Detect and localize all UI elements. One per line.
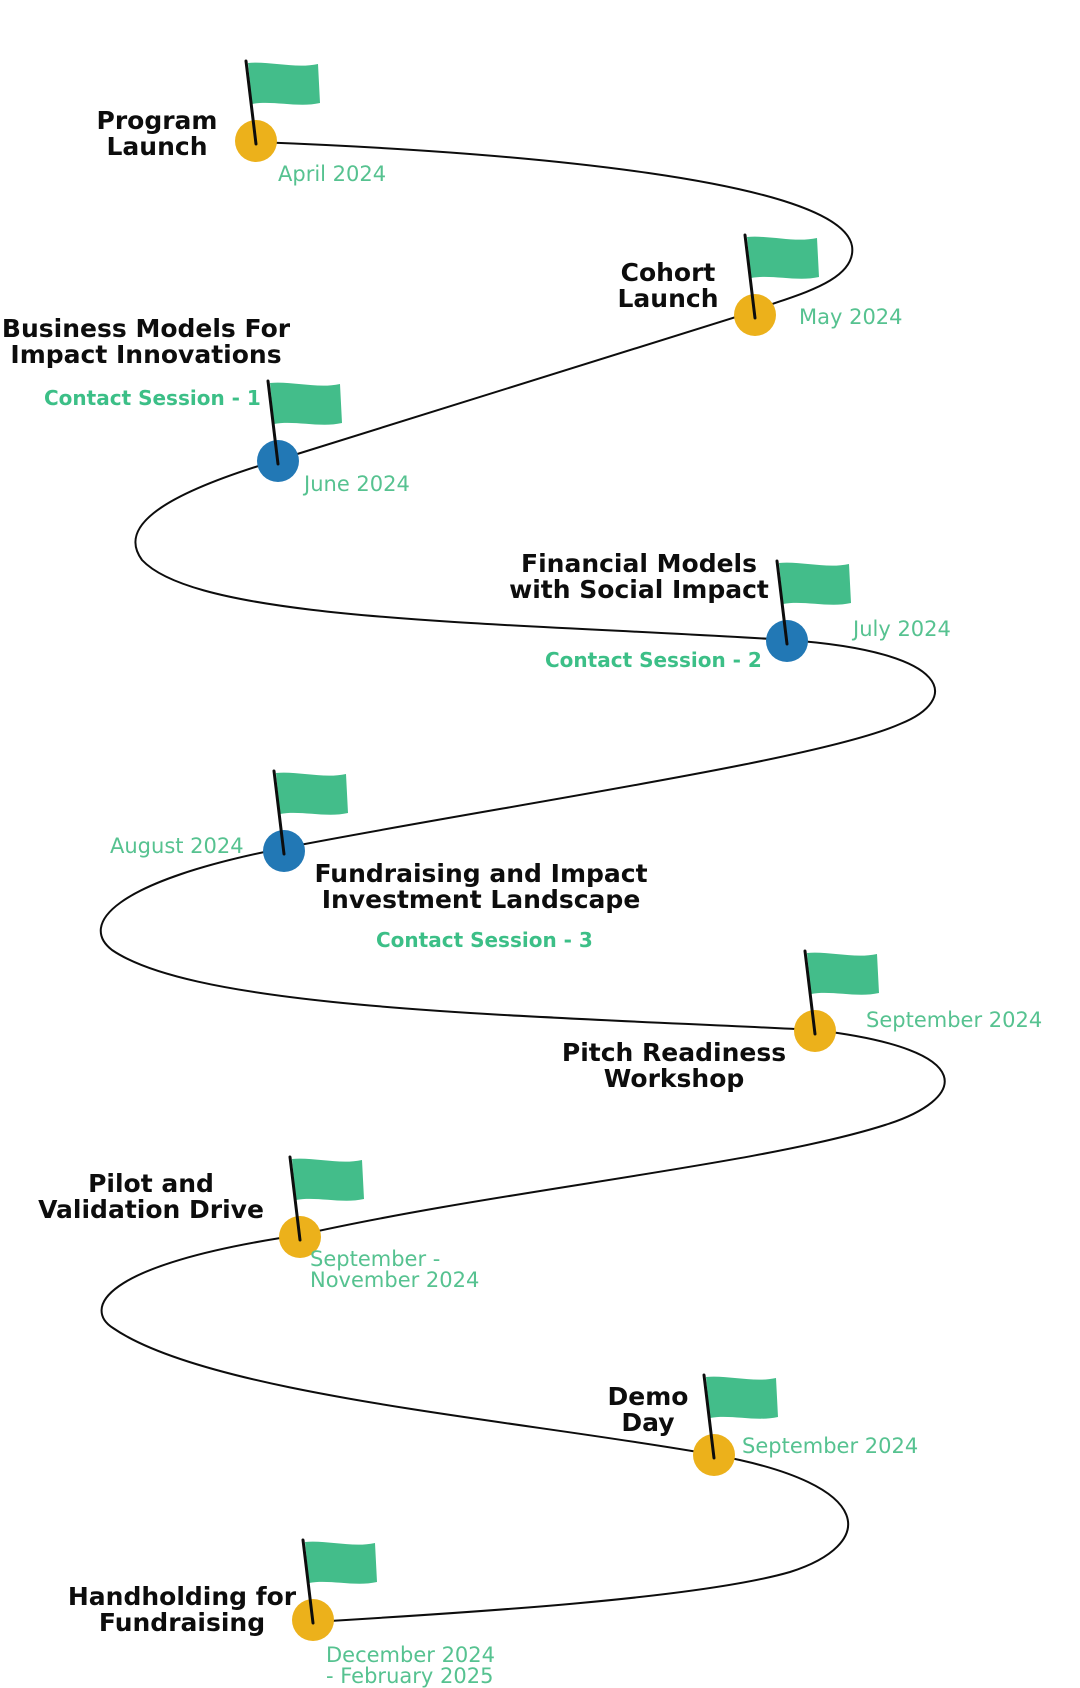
milestone-date-fundraising: August 2024 xyxy=(110,834,244,858)
flag-pole xyxy=(244,59,258,146)
milestone-fundraising xyxy=(263,769,348,872)
flag-pole xyxy=(803,949,817,1036)
milestone-title-fundraising: Fundraising and Impact Investment Landsc… xyxy=(314,859,648,914)
milestone-handholding xyxy=(292,1538,377,1641)
session-label-2: Contact Session - 2 xyxy=(545,648,762,672)
flag-pole xyxy=(288,1155,302,1242)
milestone-title-cohort-launch: Cohort Launch xyxy=(617,258,719,313)
milestone-pitch-readiness xyxy=(794,949,879,1052)
milestone-date-financial-models: July 2024 xyxy=(853,617,951,641)
milestone-title-program-launch: Program Launch xyxy=(96,106,218,161)
milestone-title-pitch-readiness: Pitch Readiness Workshop xyxy=(561,1038,787,1093)
flag-icon xyxy=(706,1376,778,1419)
flag-icon xyxy=(807,952,879,995)
flag-pole xyxy=(272,769,286,856)
flag-icon xyxy=(305,1541,377,1584)
milestone-title-pilot-validation: Pilot and Validation Drive xyxy=(38,1169,264,1224)
milestone-program-launch xyxy=(235,59,320,162)
flag-pole xyxy=(775,559,789,646)
session-label-1: Contact Session - 1 xyxy=(44,386,261,410)
timeline-path xyxy=(99,141,946,1623)
milestone-cohort-launch xyxy=(734,233,819,336)
milestone-date-demo-day: September 2024 xyxy=(742,1434,919,1458)
milestone-business-models xyxy=(257,379,342,482)
milestone-demo-day xyxy=(693,1373,778,1476)
milestone-date-pitch-readiness: September 2024 xyxy=(866,1008,1043,1032)
flag-pole xyxy=(301,1538,315,1625)
flag-icon xyxy=(292,1158,364,1201)
milestone-title-financial-models: Financial Models with Social Impact xyxy=(509,549,769,604)
flag-pole xyxy=(702,1373,716,1460)
flag-pole xyxy=(266,379,280,466)
milestone-date-business-models: June 2024 xyxy=(304,472,410,496)
flag-pole xyxy=(743,233,757,320)
milestone-date-handholding: December 2024 - February 2025 xyxy=(326,1643,496,1688)
flag-icon xyxy=(270,382,342,425)
flag-icon xyxy=(747,236,819,279)
flag-icon xyxy=(248,62,320,105)
milestone-title-demo-day: Demo Day xyxy=(607,1382,689,1437)
milestone-financial-models xyxy=(766,559,851,662)
milestone-title-handholding: Handholding for Fundraising xyxy=(67,1582,297,1637)
flag-icon xyxy=(779,562,851,605)
milestone-title-business-models: Business Models For Impact Innovations xyxy=(1,314,291,369)
session-label-3: Contact Session - 3 xyxy=(376,928,593,952)
milestone-date-cohort-launch: May 2024 xyxy=(799,305,903,329)
milestone-pilot-validation xyxy=(279,1155,364,1258)
milestone-date-pilot-validation: September - November 2024 xyxy=(310,1247,480,1292)
flag-icon xyxy=(276,772,348,815)
milestone-date-program-launch: April 2024 xyxy=(278,162,387,186)
